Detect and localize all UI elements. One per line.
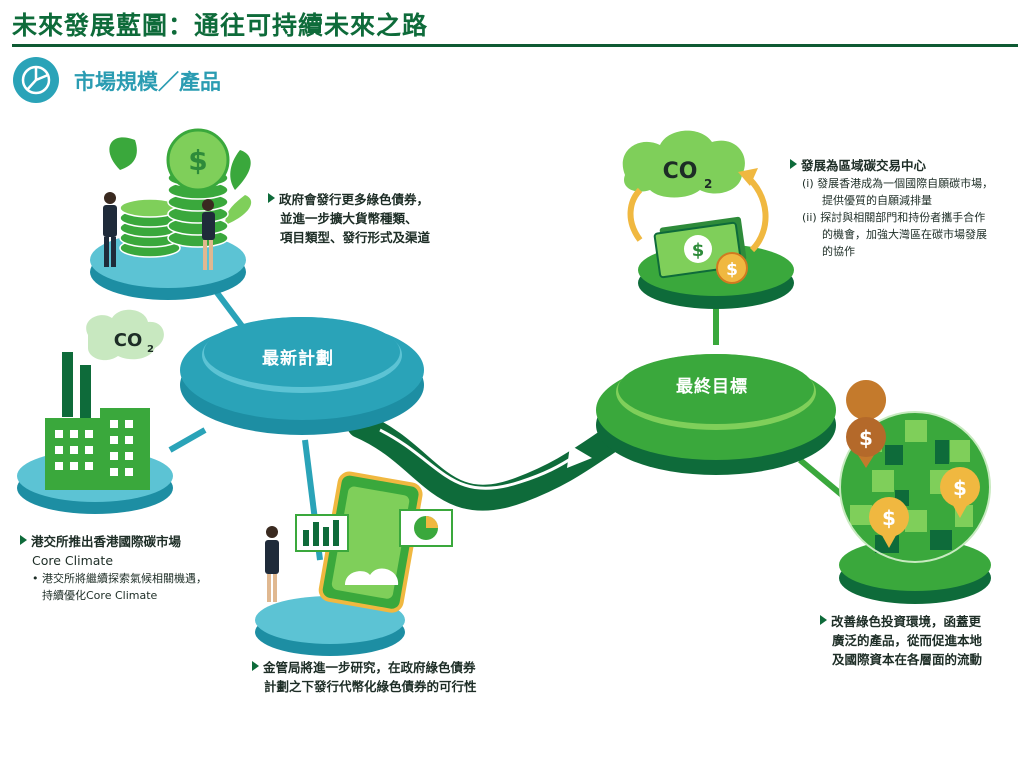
arrow-head-icon: [567, 445, 592, 468]
dollar-pin-icon: $: [940, 467, 980, 518]
globe-platform: $ $ $: [839, 380, 991, 604]
core-climate-note: 港交所推出香港國際碳市場 Core Climate • 港交所將繼續探索氣候相關…: [20, 532, 207, 604]
title-divider: [12, 44, 1018, 47]
page-title: 未來發展藍圖：通往可持續未來之路: [12, 11, 429, 40]
svg-text:$: $: [692, 240, 705, 261]
svg-text:$: $: [882, 506, 896, 530]
plan-hub-label: 最新計劃: [262, 349, 334, 369]
note-subitem: • 港交所將繼續探索氣候相關機遇，: [32, 572, 207, 585]
svg-text:$: $: [859, 426, 873, 450]
note-title: Core Climate: [32, 553, 114, 568]
dollar-sign-icon: $: [188, 144, 207, 177]
svg-text:$: $: [953, 476, 967, 500]
section-title: 市場規模／產品: [74, 69, 221, 94]
bonds-platform: $: [90, 128, 252, 300]
note-subitem: 持續優化Core Climate: [42, 589, 158, 602]
carbon-centre-note: 發展為區域碳交易中心 (i) 發展香港成為一個國際自願碳市場， 提供優質的自願減…: [790, 156, 993, 260]
note-line: 廣泛的產品，從而促進本地: [832, 633, 983, 648]
co2-label: CO: [114, 330, 143, 351]
note-line: 及國際資本在各層面的流動: [832, 652, 983, 667]
goal-hub: [596, 354, 836, 475]
svg-text:2: 2: [704, 177, 712, 191]
pie-chart-icon: [13, 57, 59, 103]
note-line: 計劃之下發行代幣化綠色債券的可行性: [264, 679, 477, 694]
hkma-note: 金管局將進一步研究，在政府綠色債券 計劃之下發行代幣化綠色債券的可行性: [252, 658, 477, 696]
note-line: 金管局將進一步研究，在政府綠色債券: [252, 658, 477, 677]
co2-cloud-label: CO: [663, 159, 698, 184]
note-line: 項目類型、發行形式及渠道: [280, 230, 431, 245]
note-subitem: (ii) 探討與相關部門和持份者攜手合作: [802, 211, 986, 224]
goal-hub-label: 最終目標: [676, 377, 748, 397]
factory-windows: [55, 420, 133, 476]
dollar-pin-icon: $: [869, 497, 909, 548]
plan-hub: [180, 317, 424, 435]
note-subitem: 的機會，加強大灣區在碳市場發展: [822, 228, 987, 241]
tokenization-platform: [255, 471, 453, 656]
dollar-pin-icon: $: [846, 380, 887, 468]
green-investment-note: 改善綠色投資環境，函蓋更 廣泛的產品，從而促進本地 及國際資本在各層面的流動: [820, 612, 982, 669]
note-line: 政府會發行更多綠色債券，: [268, 190, 430, 209]
factory-platform: CO 2: [17, 309, 173, 514]
note-title: 發展為區域碳交易中心: [790, 156, 993, 175]
note-title: 港交所推出香港國際碳市場: [20, 532, 207, 551]
note-subitem: (i) 發展香港成為一個國際自願碳市場，: [802, 177, 994, 190]
note-line: 改善綠色投資環境，函蓋更: [820, 612, 982, 631]
note-subitem: 提供優質的自願減排量: [822, 194, 932, 207]
note-line: 並進一步擴大貨幣種類、: [280, 211, 418, 226]
bonds-note: 政府會發行更多綠色債券， 並進一步擴大貨幣種類、 項目類型、發行形式及渠道: [268, 190, 430, 247]
svg-text:2: 2: [147, 344, 154, 355]
note-subitem: 的協作: [822, 245, 855, 258]
carbon-trading-platform: CO 2 $ $: [622, 130, 794, 309]
svg-text:$: $: [726, 260, 738, 280]
